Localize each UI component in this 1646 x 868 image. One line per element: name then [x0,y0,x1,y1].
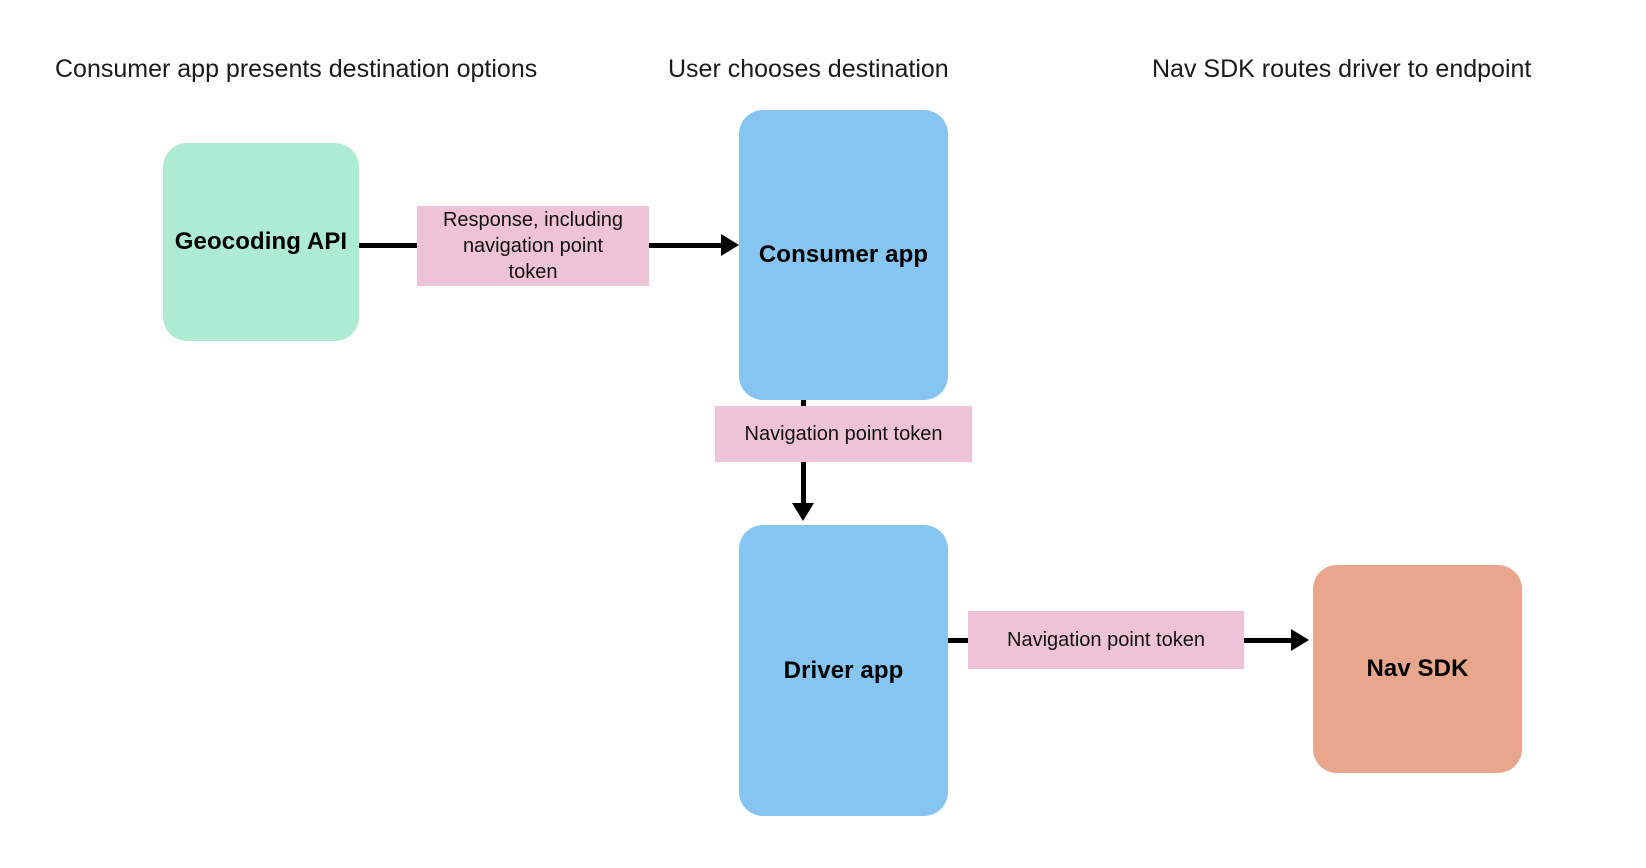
arrowhead-right-to-nav-sdk [1291,629,1309,651]
edge-label-response-text: Response, including navigation point tok… [442,209,624,283]
connector-nav-token-label-to-nav-sdk [1244,638,1296,643]
node-driver-app-label: Driver app [783,656,904,684]
node-nav-sdk[interactable]: Nav SDK [1313,565,1522,773]
edge-label-navigation-point-token-bottom-text: Navigation point token [1007,629,1205,651]
connector-nav-token-label-to-driver-app [801,462,806,510]
node-consumer-app[interactable]: Consumer app [739,110,948,400]
connector-response-label-to-consumer-app [649,243,726,248]
node-geocoding-api-label: Geocoding API [174,228,348,255]
column-heading-nav-sdk-routes: Nav SDK routes driver to endpoint [1152,55,1532,83]
connector-driver-app-to-nav-token-label [948,638,969,643]
edge-label-navigation-point-token-middle-text: Navigation point token [744,423,943,445]
edge-label-navigation-point-token-bottom: Navigation point token [968,611,1244,669]
column-heading-user-chooses: User chooses destination [668,55,949,83]
arrowhead-right-to-consumer-app [721,234,739,256]
edge-label-response-including-navigation-point-token: Response, including navigation point tok… [417,206,649,286]
arrowhead-down-to-driver-app [792,503,814,521]
edge-label-navigation-point-token-middle: Navigation point token [715,406,972,462]
node-driver-app[interactable]: Driver app [739,525,948,816]
node-geocoding-api[interactable]: Geocoding API [163,143,359,341]
node-nav-sdk-label: Nav SDK [1366,655,1469,682]
connector-geocoding-to-response-label [358,243,418,248]
node-consumer-app-label: Consumer app [758,241,929,268]
column-heading-consumer-options: Consumer app presents destination option… [55,55,538,83]
connector-consumer-app-to-nav-token-label [801,400,806,408]
